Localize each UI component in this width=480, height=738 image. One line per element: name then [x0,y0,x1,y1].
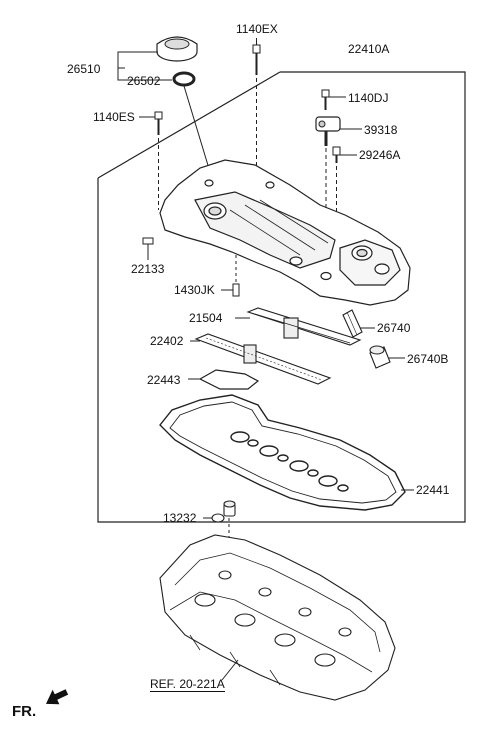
assembly-frame [97,71,466,523]
cap-gasket [172,71,196,87]
pin-22133 [142,237,154,245]
label-22410a: 22410A [348,42,390,56]
plug-1430jk [232,283,240,297]
label-22443: 22443 [147,373,181,387]
pcv-valve [342,309,363,338]
label-39318: 39318 [364,123,398,137]
frame-diagonal [97,71,281,179]
label-13232: 13232 [163,511,197,525]
cylinder-head [159,534,396,701]
label-26740: 26740 [377,321,411,335]
bolt-1140ex [252,44,261,75]
leader-26502 [117,68,172,81]
leader-ref [221,659,239,681]
seal-13232 [211,500,236,523]
cylinder-head-cover [159,159,411,306]
label-22441: 22441 [416,483,450,497]
leader-cap-to-cover [183,85,211,173]
label-1140ex: 1140EX [236,22,278,36]
label-1140dj: 1140DJ [348,91,389,105]
bolt-1140es [154,111,163,135]
gasket-22443 [198,369,260,390]
label-1140es: 1140ES [93,110,135,124]
label-22133: 22133 [131,262,165,276]
pcv-hose [369,345,391,369]
label-21504: 21504 [189,311,223,325]
label-1430jk: 1430JK [174,283,215,297]
label-29246a: 29246A [359,148,401,162]
oil-filler-cap [156,36,198,62]
label-ref-20-221a: REF. 20-221A [150,677,225,692]
cover-gasket-22441 [159,394,406,511]
front-arrow-icon [45,689,69,705]
label-fr: FR. [12,703,37,720]
label-26740b: 26740B [407,352,449,366]
bolt-1140dj [321,89,330,110]
leader-26510 [117,51,158,69]
gasket-22402 [194,333,332,385]
label-22402: 22402 [150,334,184,348]
bolt-29246a [332,146,341,163]
label-26502: 26502 [127,74,161,88]
baffle-plate [246,307,362,346]
cam-position-sensor [315,116,341,146]
label-26510: 26510 [67,62,101,76]
